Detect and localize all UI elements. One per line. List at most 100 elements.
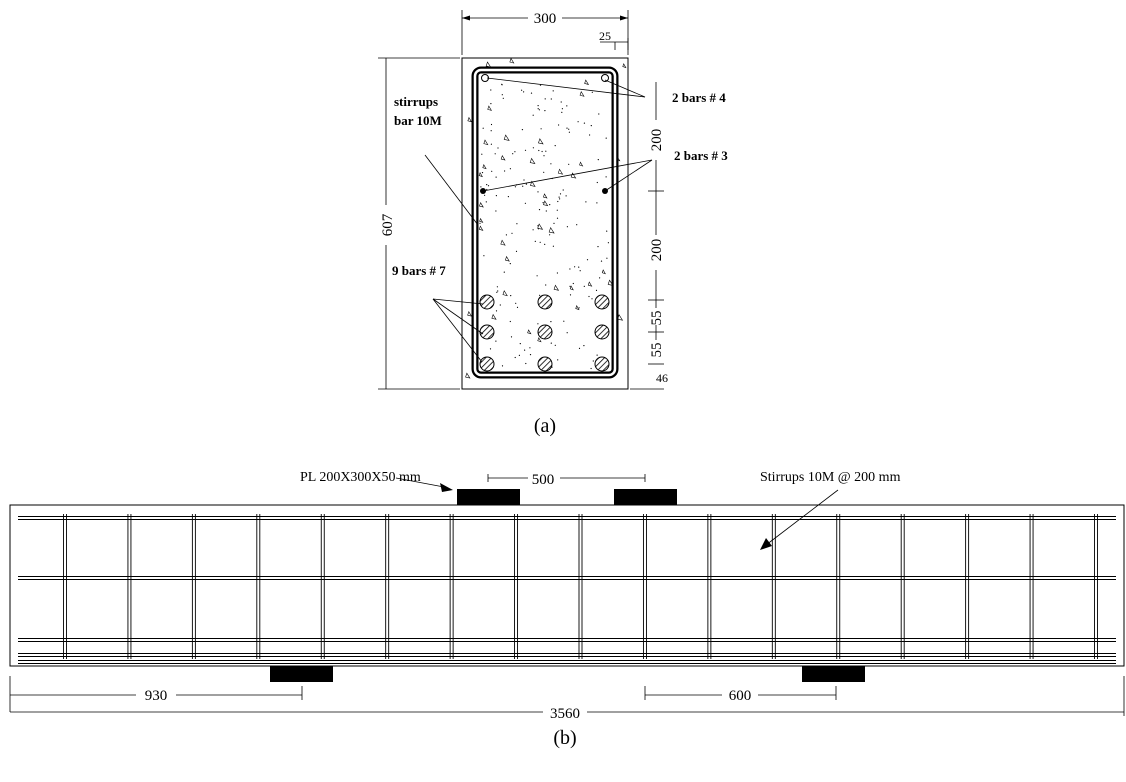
speckle-dot: [496, 291, 498, 293]
speckle-dot: [559, 198, 561, 200]
aggregate-mark: [500, 154, 506, 161]
beam-elevation: 500 PL 200X300X50 mm Stirrups 10M @ 200 …: [9, 470, 1125, 749]
speckle-dot: [590, 367, 592, 370]
speckle-dot: [541, 150, 543, 153]
aggregate-mark: [569, 285, 574, 291]
speckle-dot: [566, 105, 568, 107]
bottom-bars: [479, 294, 610, 372]
dim-cover: 25: [599, 29, 611, 43]
support-plate-right: [802, 666, 865, 682]
speckle-dot: [532, 147, 535, 149]
stirrup: [578, 514, 583, 659]
speckle-dot: [538, 149, 540, 152]
aggregate-mark: [537, 337, 542, 343]
speckle-dot: [486, 188, 488, 191]
speckle-dot: [539, 241, 541, 243]
speckle-dot: [529, 347, 531, 349]
speckle-dot: [496, 286, 498, 288]
speckle-dot: [504, 170, 506, 172]
speckle-dot: [566, 127, 568, 129]
aggregate-mark: [530, 180, 536, 187]
speckle-dot: [588, 295, 590, 298]
aggregate-mark: [467, 310, 473, 317]
bottom-bar: [537, 294, 553, 310]
speckle-dot: [501, 94, 503, 96]
speckle-dot: [509, 168, 511, 170]
speckle-dot: [585, 201, 587, 203]
stirrup: [965, 514, 970, 659]
speckle-dot: [565, 195, 567, 197]
speckle-dot: [540, 128, 542, 130]
bottom-bar: [594, 356, 610, 372]
speckle-dot: [490, 143, 492, 145]
speckle-dot: [556, 209, 558, 211]
cross-section: 300 25 607 200 200 55 55 46: [378, 10, 728, 437]
stirrup: [642, 514, 647, 659]
speckle-dot: [491, 170, 493, 172]
speckle-dot: [589, 134, 591, 136]
section-outline: [461, 57, 629, 390]
label-stirrups-line2: bar 10M: [394, 113, 442, 128]
speckle-dot: [524, 202, 527, 204]
dim-width: 300: [534, 11, 557, 27]
aggregate-mark: [538, 138, 544, 145]
longitudinal-bars: [18, 516, 1116, 664]
speckle-dot: [514, 356, 516, 359]
speckle-dot: [495, 310, 498, 312]
aggregate-mark: [579, 91, 585, 97]
speckle-dot: [509, 320, 511, 323]
speckle-dot: [525, 183, 528, 185]
speckle-dot: [578, 347, 581, 349]
stirrup: [449, 514, 454, 659]
bottom-bar: [594, 324, 610, 340]
speckle-dot: [501, 365, 504, 367]
stirrup: [771, 514, 776, 659]
stirrup: [256, 514, 261, 659]
speckle-dot: [539, 294, 541, 296]
aggregate-mark: [478, 225, 484, 231]
speckle-dot: [578, 307, 580, 309]
speckle-dot: [549, 234, 551, 236]
speckle-dot: [522, 185, 524, 187]
speckle-dot: [552, 90, 554, 92]
speckle-dot: [521, 89, 523, 91]
stirrups: [63, 514, 1098, 659]
speckle-dot: [558, 124, 560, 126]
dim-spacing-1: 200: [649, 129, 665, 152]
speckle-dot: [536, 275, 538, 277]
aggregate-mark: [485, 61, 492, 68]
speckle-dot: [497, 290, 499, 292]
stirrup: [63, 514, 67, 659]
speckle-dot: [550, 98, 552, 100]
speckle-dot: [566, 226, 569, 228]
speckle-dot: [484, 194, 486, 196]
speckle-dot: [532, 229, 534, 231]
load-plate-left: [457, 489, 520, 505]
dim-support-left: 930: [145, 688, 168, 704]
speckle-dot: [481, 153, 483, 155]
speckle-dot: [600, 260, 603, 262]
speckle-dot: [485, 201, 487, 203]
speckle-dot: [576, 224, 578, 226]
speckle-dot: [561, 108, 564, 110]
speckle-dot: [524, 149, 527, 151]
speckle-dot: [543, 171, 545, 173]
speckle-dot: [559, 193, 562, 195]
speckle-dot: [557, 359, 559, 361]
speckle-dot: [578, 266, 580, 268]
speckle-dot: [577, 121, 579, 123]
caption-a: (a): [534, 415, 556, 437]
speckle-dot: [607, 242, 610, 244]
speckle-dot: [502, 97, 504, 99]
aggregate-mark: [548, 226, 555, 234]
dim-support-right: 600: [729, 688, 752, 704]
speckle-dot: [597, 159, 599, 161]
aggregate-mark: [467, 116, 473, 123]
speckle-dot: [599, 277, 601, 279]
stirrup: [385, 514, 390, 659]
speckle-dot: [596, 354, 598, 356]
label-mid-bars: 2 bars # 3: [674, 148, 728, 163]
aggregate-mark: [543, 193, 548, 199]
speckle-dot: [515, 302, 517, 304]
label-plate: PL 200X300X50 mm: [300, 470, 421, 485]
